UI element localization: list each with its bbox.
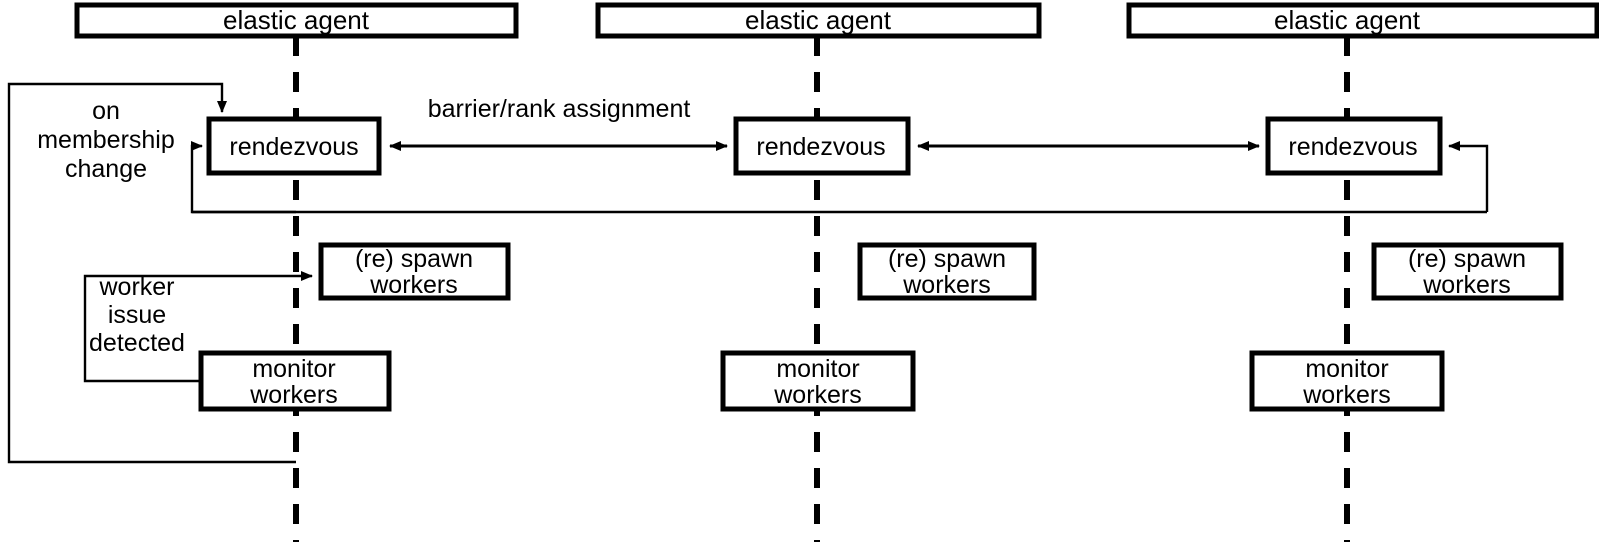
worker-issue-label-line1: worker [98, 273, 174, 301]
monitor-workers-label-3-line1: monitor [1305, 355, 1388, 383]
worker-issue-label-line2: issue [108, 301, 166, 329]
spawn-workers-label-3-line1: (re) spawn [1408, 245, 1526, 273]
spawn-workers-box-3[interactable] [1371, 242, 1564, 301]
agent-label-1: elastic agent [223, 5, 370, 35]
monitor-workers-box-1[interactable] [198, 350, 392, 412]
spawn-workers-box-1[interactable] [318, 242, 511, 301]
rendezvous-box-1[interactable] [206, 116, 382, 176]
monitor-workers-label-1-line2: workers [249, 381, 338, 409]
edge-worker-issue-detected[interactable] [83, 271, 313, 383]
membership-change-label-line2: membership [37, 126, 175, 154]
agent-bar-3[interactable] [1126, 2, 1599, 39]
barrier-rank-label: barrier/rank assignment [428, 95, 691, 123]
lifeline-segments-overlay [293, 36, 1350, 50]
monitor-workers-label-2-line1: monitor [776, 355, 859, 383]
spawn-workers-label-2-line2: workers [902, 271, 991, 299]
column-agent-2: elastic agent barrier/rank assignment re… [389, 2, 1042, 412]
agent-bar-2[interactable] [595, 2, 1042, 39]
edge-rendezvous-loop-3[interactable] [1448, 141, 1489, 212]
spawn-workers-label-1-line1: (re) spawn [355, 245, 473, 273]
rendezvous-label-1: rendezvous [229, 133, 358, 161]
worker-issue-label-line3: detected [89, 329, 185, 357]
rendezvous-label-3: rendezvous [1288, 133, 1417, 161]
monitor-workers-box-3[interactable] [1249, 350, 1445, 412]
agent-label-2: elastic agent [745, 5, 892, 35]
edge-membership-change[interactable] [7, 82, 296, 464]
membership-change-label-line3: change [65, 155, 147, 183]
column-agent-3: elastic agent rendezvous (re) spawn work… [917, 2, 1599, 412]
agent-label-3: elastic agent [1274, 5, 1421, 35]
rendezvous-box-3[interactable] [1265, 116, 1443, 176]
monitor-workers-label-3-line2: workers [1302, 381, 1391, 409]
membership-change-label-line1: on [92, 97, 120, 125]
spawn-workers-box-2[interactable] [857, 242, 1037, 301]
monitor-workers-label-1-line1: monitor [252, 355, 335, 383]
spawn-workers-label-2-line1: (re) spawn [888, 245, 1006, 273]
spawn-workers-label-1-line2: workers [369, 271, 458, 299]
monitor-workers-box-2[interactable] [720, 350, 916, 412]
spawn-workers-label-3-line2: workers [1422, 271, 1511, 299]
monitor-workers-label-2-line2: workers [773, 381, 862, 409]
rendezvous-box-2[interactable] [733, 116, 911, 176]
rendezvous-label-2: rendezvous [756, 133, 885, 161]
column-agent-1: elastic agent rendezvous on membership c… [7, 2, 519, 464]
